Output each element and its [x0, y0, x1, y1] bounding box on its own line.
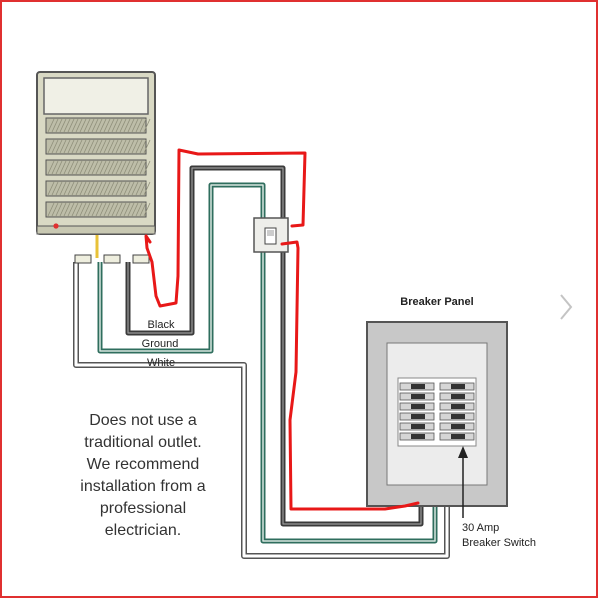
breaker-rows [399, 382, 475, 441]
breaker-switch [439, 392, 475, 401]
breaker-switch [439, 422, 475, 431]
breaker-panel [366, 321, 508, 507]
power-indicator-dot [53, 223, 59, 229]
grille-hatch [47, 118, 151, 133]
note-line: Does not use a [89, 412, 197, 429]
chevron-right-icon[interactable] [556, 292, 576, 322]
breaker-switch [439, 382, 475, 391]
heater-unit [36, 71, 156, 235]
note-line: electrician. [104, 522, 182, 539]
wire-label-black: Black [148, 319, 175, 331]
installation-note: Does not use a traditional outlet. We re… [58, 410, 228, 542]
note-line: traditional outlet. [84, 434, 202, 451]
grille-hatch [47, 139, 151, 154]
breaker-label-line2: Breaker Switch [462, 537, 536, 549]
breaker-switch [399, 432, 435, 441]
grille-hatch [47, 202, 151, 217]
white-wire [73, 262, 450, 559]
breaker-pointer-arrow [458, 446, 468, 518]
note-line: professional [99, 500, 187, 517]
wire-label-white: White [147, 357, 175, 369]
breaker-switch [399, 402, 435, 411]
breaker-switch [439, 402, 475, 411]
breaker-switch [439, 412, 475, 421]
heater-terminals [74, 254, 150, 264]
breaker-switch [439, 432, 475, 441]
note-line: We recommend [86, 456, 200, 473]
breaker-switch [399, 422, 435, 431]
breaker-switch [399, 412, 435, 421]
breaker-switch [399, 392, 435, 401]
black-wire [125, 165, 424, 527]
wall-switch [253, 217, 289, 253]
note-line: installation from a [80, 478, 206, 495]
red-annotation-line [144, 148, 420, 511]
panel-title: Breaker Panel [400, 296, 473, 308]
grille-hatch [47, 160, 151, 175]
grille-hatch [47, 181, 151, 196]
breaker-label-line1: 30 Amp [462, 522, 499, 534]
wire-label-ground: Ground [142, 338, 179, 350]
breaker-switch [399, 382, 435, 391]
ground-wire [97, 182, 438, 544]
heater-grille [45, 117, 151, 218]
